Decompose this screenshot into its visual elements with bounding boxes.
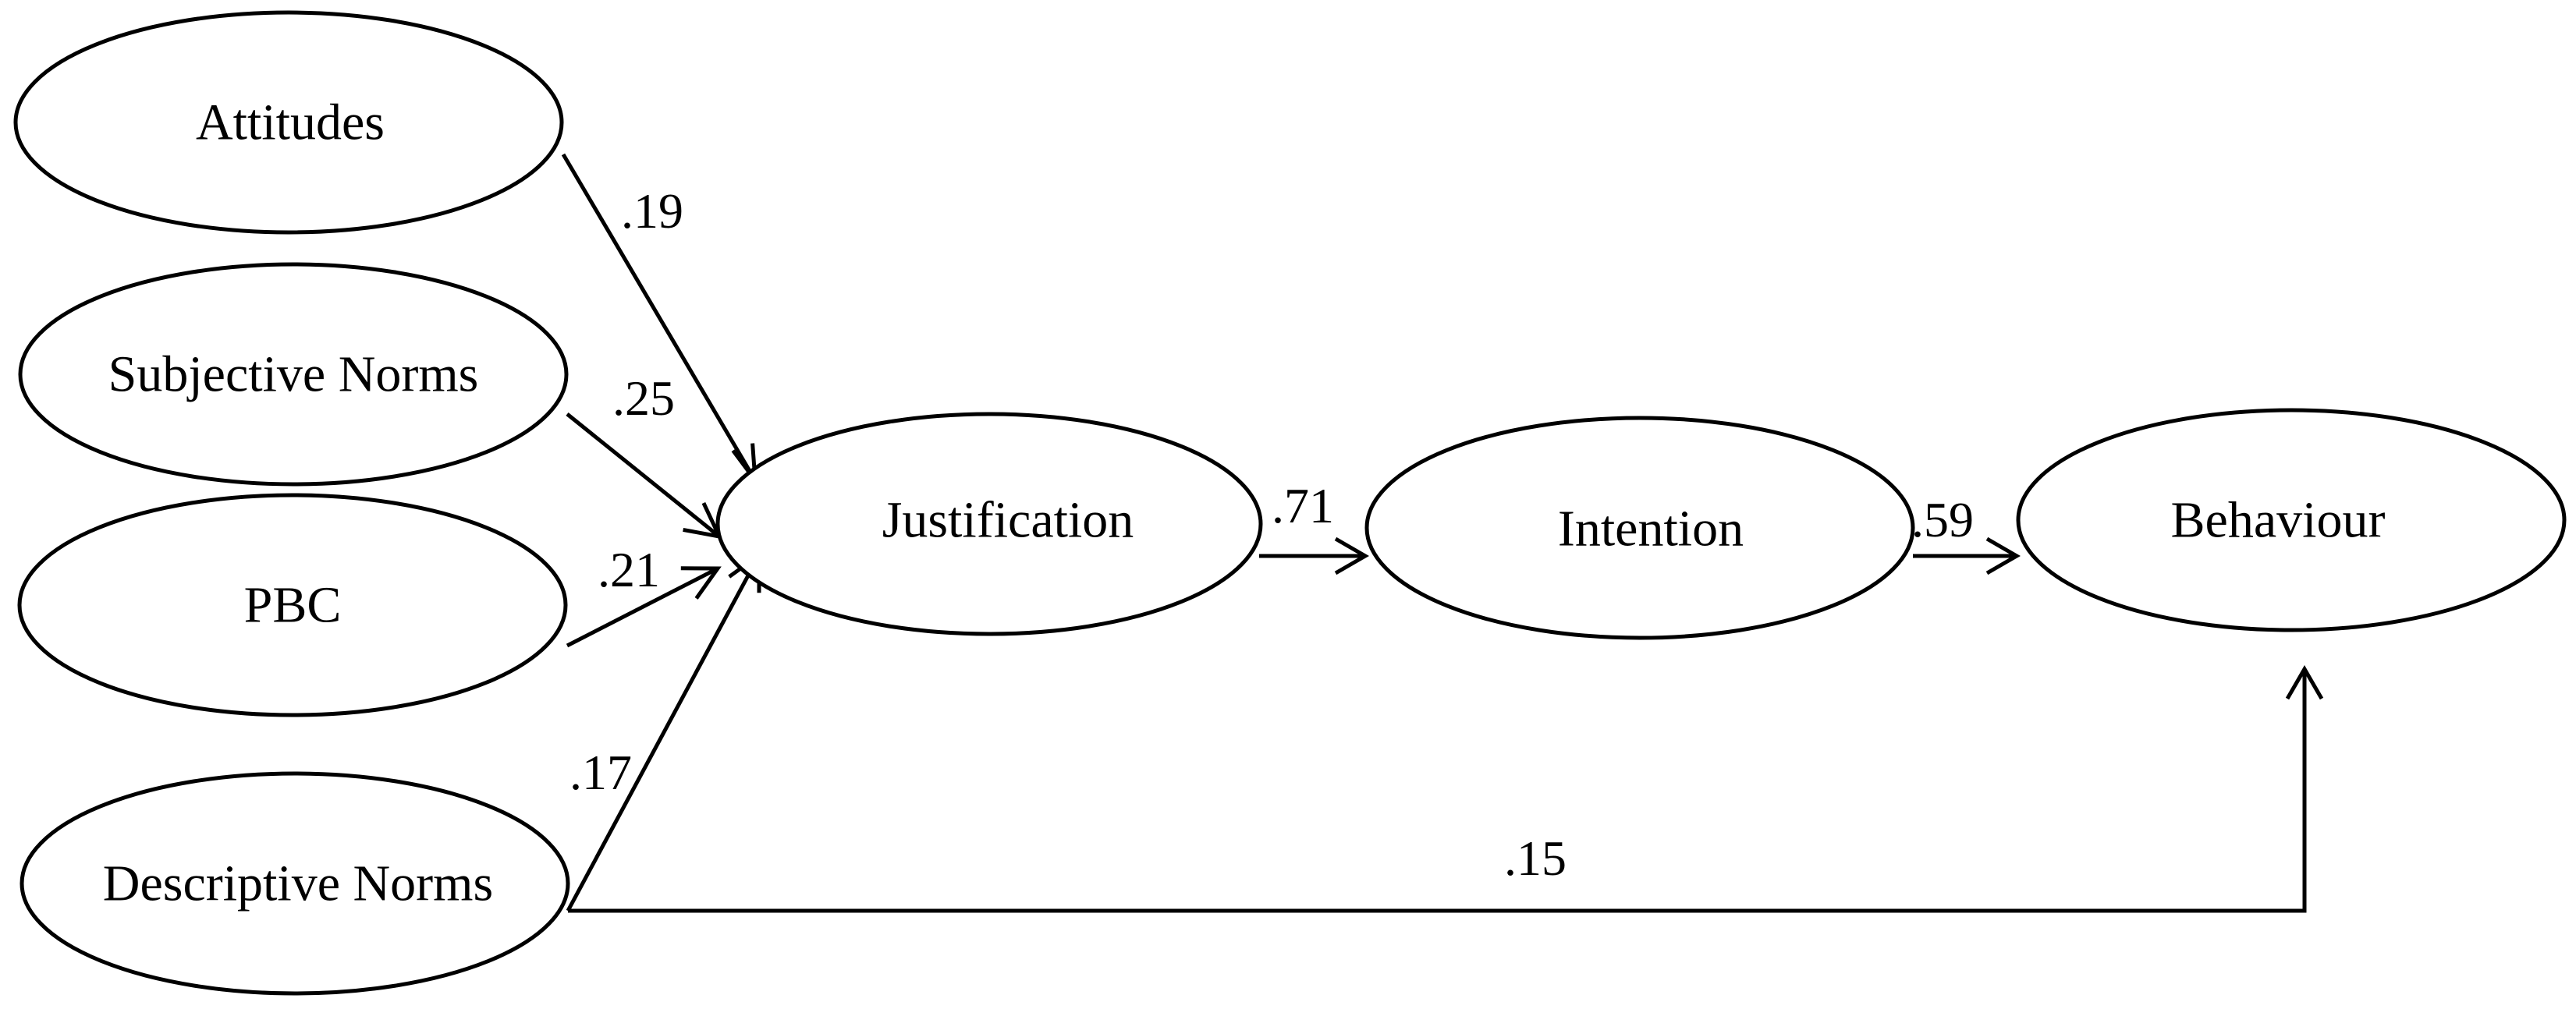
edge-descriptive-norms-to-justification: .17 — [566, 551, 761, 912]
edge-line — [566, 566, 719, 648]
node-subjective-norms: Subjective Norms — [18, 262, 569, 487]
edge-subjective-norms-to-justification: .25 — [566, 370, 723, 540]
node-label-subjective-norms: Subjective Norms — [108, 346, 479, 403]
node-ellipse — [17, 493, 568, 717]
edge-label-descriptive-norms-behaviour: .15 — [1504, 830, 1567, 886]
edges: .19 .25 .21 .17 .71 — [561, 153, 2324, 913]
node-label-behaviour: Behaviour — [2171, 492, 2386, 549]
node-label-pbc: PBC — [244, 577, 342, 634]
node-descriptive-norms: Descriptive Norms — [20, 771, 570, 996]
edge-descriptive-norms-to-behaviour: .15 — [568, 665, 2324, 913]
edge-label-pbc-justification: .21 — [598, 542, 660, 597]
edge-label-subjective-norms-justification: .25 — [612, 370, 675, 426]
edge-justification-to-intention: .71 — [1259, 478, 1369, 575]
node-label-justification: Justification — [882, 492, 1134, 549]
node-pbc: PBC — [17, 493, 568, 717]
node-ellipse — [20, 771, 570, 996]
arrowhead — [1985, 536, 2021, 575]
arrowhead — [1334, 536, 1369, 575]
node-label-intention: Intention — [1558, 501, 1744, 558]
edge-label-attitudes-justification: .19 — [621, 183, 683, 239]
edge-label-intention-behaviour: .59 — [1911, 492, 1974, 547]
node-intention: Intention — [1364, 416, 1915, 640]
edge-line — [561, 153, 758, 482]
edge-pbc-to-justification: .21 — [566, 542, 722, 648]
node-ellipse — [2016, 408, 2567, 632]
edge-label-descriptive-norms-justification: .17 — [569, 745, 632, 800]
edge-line — [566, 554, 761, 912]
nodes: Attitudes Subjective Norms PBC Descripti… — [13, 10, 2567, 996]
edge-line — [566, 412, 721, 538]
node-ellipse — [715, 412, 1263, 636]
edge-line — [568, 669, 2307, 913]
arrowhead — [2285, 665, 2324, 700]
edge-attitudes-to-justification: .19 — [561, 153, 758, 487]
node-label-attitudes: Attitudes — [196, 94, 385, 151]
edge-label-justification-intention: .71 — [1272, 478, 1334, 533]
node-justification: Justification — [715, 412, 1263, 636]
node-ellipse — [13, 10, 564, 235]
edge-intention-to-behaviour: .59 — [1911, 492, 2021, 575]
node-behaviour: Behaviour — [2016, 408, 2567, 632]
node-ellipse — [18, 262, 569, 487]
node-label-descriptive-norms: Descriptive Norms — [103, 855, 493, 912]
node-ellipse — [1364, 416, 1915, 640]
node-attitudes: Attitudes — [13, 10, 564, 235]
arrowhead — [680, 566, 722, 600]
